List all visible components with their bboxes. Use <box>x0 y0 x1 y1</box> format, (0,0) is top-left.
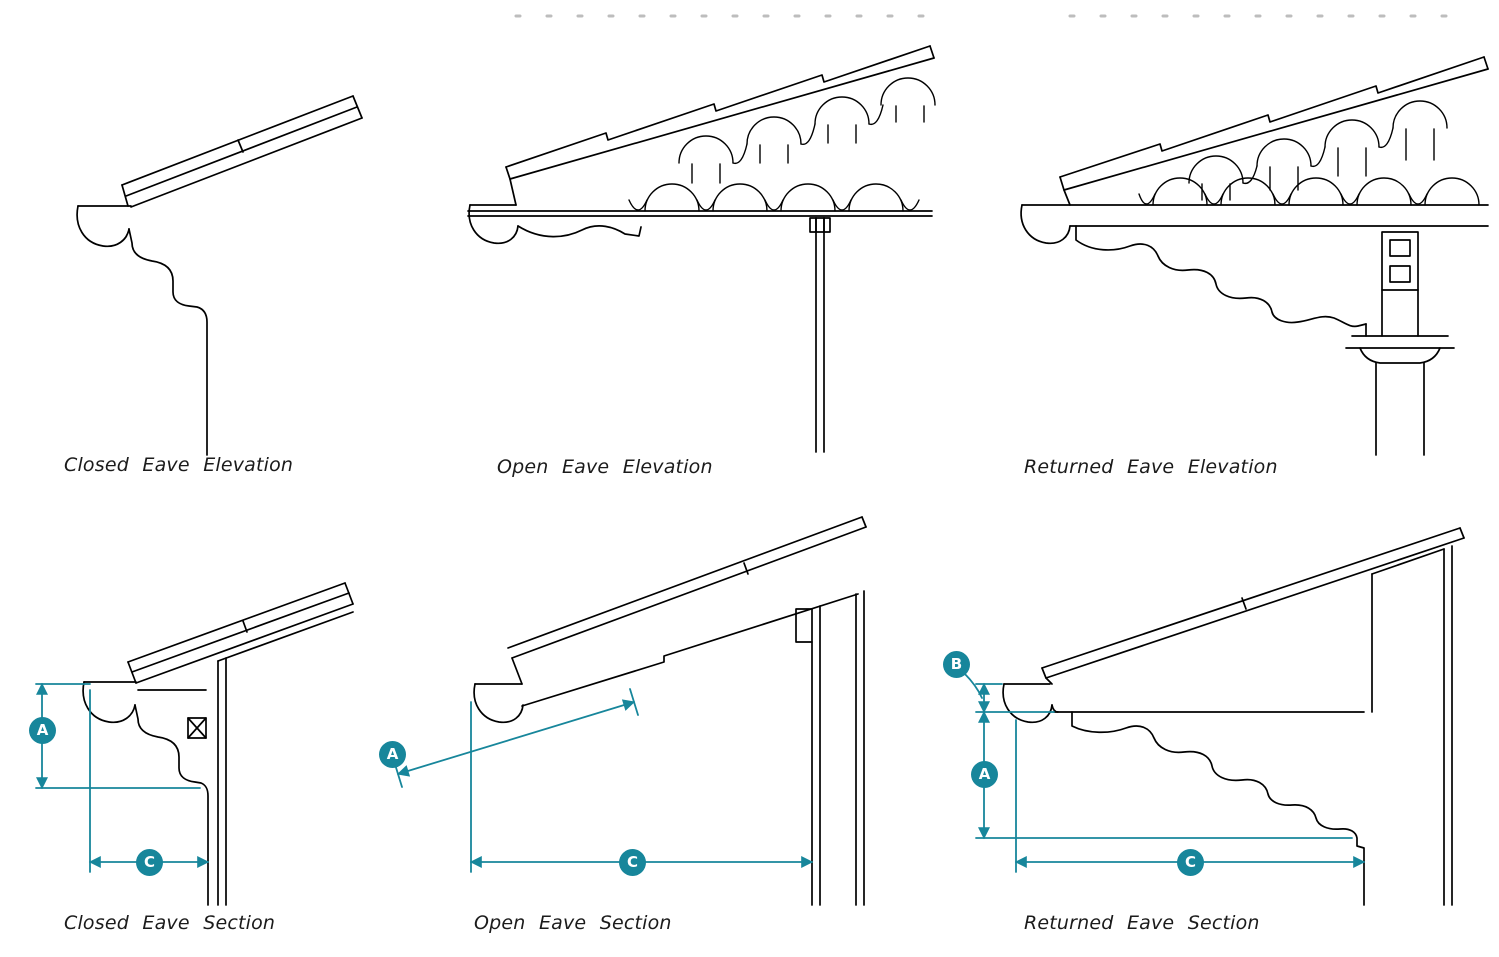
drawing-closed-eave-elevation <box>76 95 363 456</box>
caption-returned-eave-section: Returned Eave Section <box>1024 912 1260 934</box>
closed-section-dim-marker-a: A <box>29 717 56 744</box>
fascia-scroll <box>517 225 642 238</box>
roof-deck <box>507 516 867 659</box>
rafter-soffit <box>521 593 859 707</box>
gutter <box>473 657 524 724</box>
wall-framing <box>1371 545 1453 906</box>
dimensions-returned-eave-section <box>963 672 1366 873</box>
roof-deck <box>505 45 935 206</box>
dimensions-open-eave-section <box>393 688 814 873</box>
pilaster <box>1345 231 1455 456</box>
soffit <box>467 210 933 217</box>
gutter <box>76 205 132 248</box>
caption-open-eave-elevation: Open Eave Elevation <box>497 456 713 478</box>
gutter <box>1020 204 1071 245</box>
cornice-return-profile <box>1053 711 1365 906</box>
bracket-scroll-profile <box>1075 225 1367 328</box>
drawing-returned-eave-elevation <box>1020 56 1489 456</box>
caption-returned-eave-elevation: Returned Eave Elevation <box>1024 456 1278 478</box>
caption-open-eave-section: Open Eave Section <box>474 912 672 934</box>
crown-molding-profile <box>134 689 209 906</box>
caption-closed-eave-section: Closed Eave Section <box>64 912 276 934</box>
drawing-open-eave-elevation <box>467 45 936 453</box>
wall-framing <box>795 590 865 906</box>
drawing-closed-eave-section <box>82 582 354 906</box>
gutter <box>468 204 519 245</box>
post <box>809 217 831 453</box>
barrel-tiles <box>628 77 936 212</box>
drawing-open-eave-section <box>473 516 867 906</box>
roof-deck <box>127 582 354 684</box>
returned-section-dim-marker-b: B <box>943 651 970 678</box>
caption-closed-eave-elevation: Closed Eave Elevation <box>64 454 294 476</box>
roof-deck <box>1041 527 1465 685</box>
roof-fascia <box>121 95 363 208</box>
open-section-dim-marker-c: C <box>619 849 646 876</box>
returned-section-dim-marker-a: A <box>971 761 998 788</box>
crown-molding-profile <box>128 228 208 456</box>
open-section-dim-marker-a: A <box>379 741 406 768</box>
drawing-returned-eave-section <box>1002 527 1465 906</box>
barrel-tiles <box>1138 100 1480 206</box>
gutter <box>82 681 137 724</box>
gutter <box>1002 683 1059 724</box>
roof-deck <box>1059 56 1489 206</box>
returned-section-dim-marker-c: C <box>1177 849 1204 876</box>
wall-framing <box>187 657 227 906</box>
cornice-band <box>1021 204 1489 227</box>
closed-section-dim-marker-c: C <box>136 849 163 876</box>
